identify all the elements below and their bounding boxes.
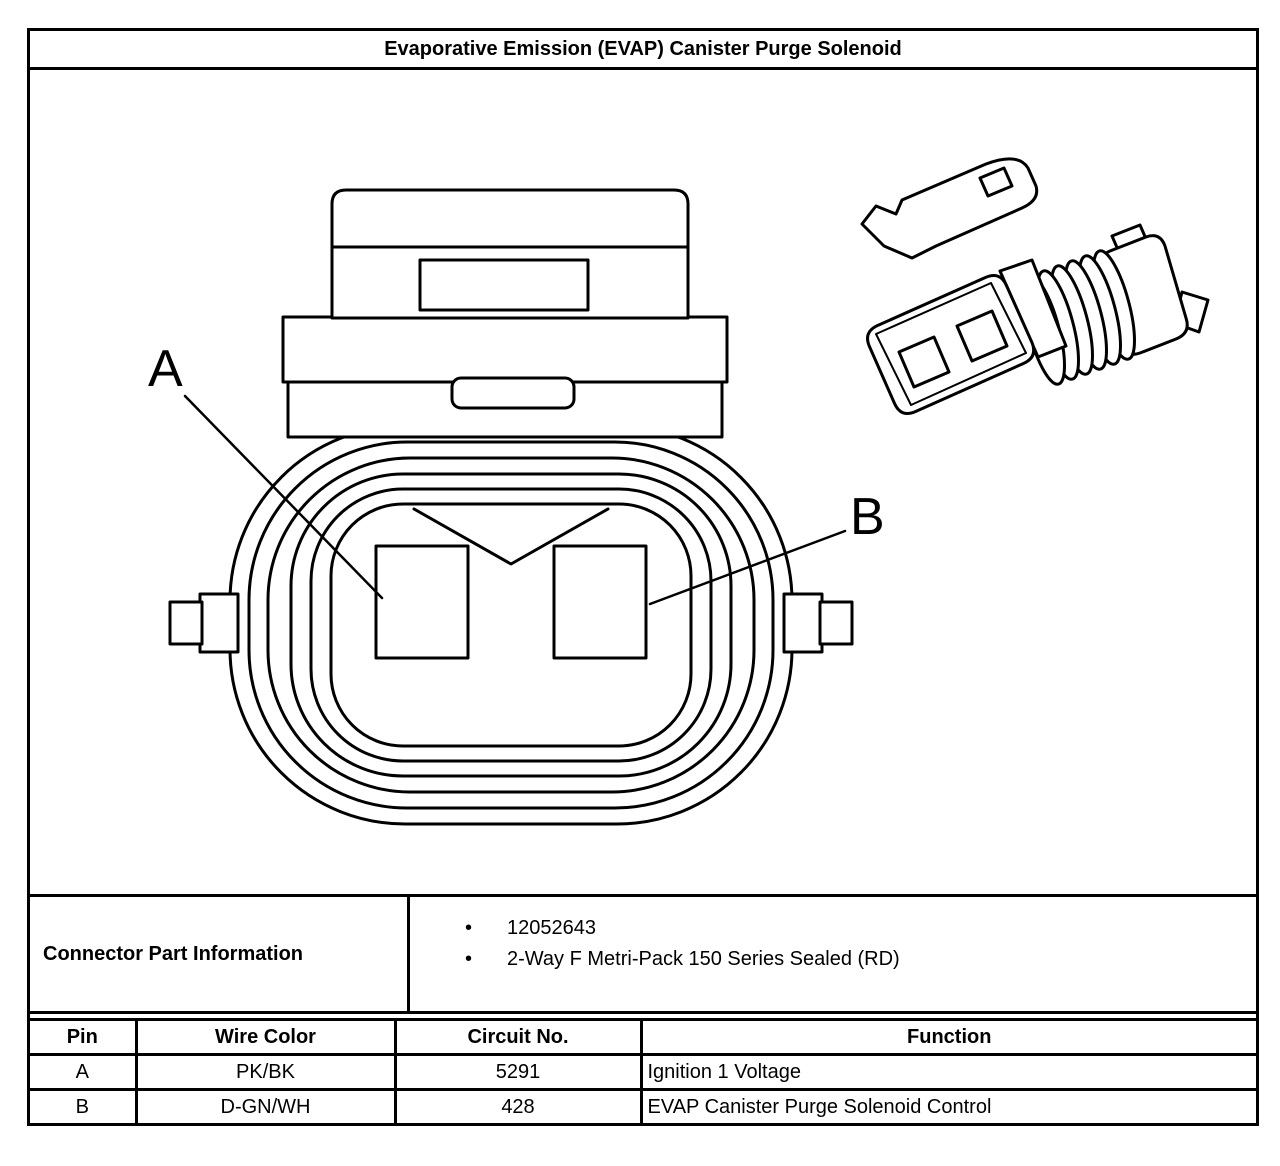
part-info-list: • 12052643 • 2-Way F Metri-Pack 150 Seri… xyxy=(410,897,1256,1011)
header-pin: Pin xyxy=(28,1019,138,1056)
table-row: B D-GN/WH 428 EVAP Canister Purge Soleno… xyxy=(28,1088,1258,1125)
latch-arm xyxy=(860,157,1039,260)
pin-a-label: A xyxy=(148,340,183,398)
connector-description: 2-Way F Metri-Pack 150 Series Sealed (RD… xyxy=(507,948,900,970)
bullet-icon: • xyxy=(465,917,473,939)
latch-window xyxy=(978,166,1014,198)
terminal-hole-b xyxy=(955,309,1009,363)
left-ear-tip xyxy=(168,600,204,646)
diagram-svg: A B xyxy=(148,157,1210,826)
list-item: • 12052643 xyxy=(465,913,1256,944)
pin-a-cavity xyxy=(374,544,470,660)
list-item: • 2-Way F Metri-Pack 150 Series Sealed (… xyxy=(465,944,1256,975)
cell-circuit-no: 5291 xyxy=(393,1053,643,1091)
leader-line-b xyxy=(648,529,847,606)
cell-wire-color: PK/BK xyxy=(134,1053,397,1091)
left-ear xyxy=(198,592,240,654)
bullet-icon: • xyxy=(465,948,473,970)
part-info-label: Connector Part Information xyxy=(30,897,410,1011)
keyway-notch xyxy=(412,507,610,566)
right-ear xyxy=(782,592,824,654)
section-divider xyxy=(30,1011,1256,1021)
right-ear-tip xyxy=(818,600,854,646)
cell-function: Ignition 1 Voltage xyxy=(639,1053,1258,1091)
center-tab xyxy=(450,376,576,410)
header-circuit-no: Circuit No. xyxy=(393,1019,643,1056)
top-window xyxy=(418,258,590,312)
cell-pin: B xyxy=(28,1088,138,1125)
inner-ring xyxy=(329,502,693,748)
cell-circuit-no: 428 xyxy=(393,1088,643,1125)
cell-wire-color: D-GN/WH xyxy=(134,1088,397,1125)
part-number: 12052643 xyxy=(507,917,596,939)
connector-3d-view xyxy=(860,157,1210,415)
cell-pin: A xyxy=(28,1053,138,1091)
page-title: Evaporative Emission (EVAP) Canister Pur… xyxy=(30,31,1256,70)
table-row: A PK/BK 5291 Ignition 1 Voltage xyxy=(28,1053,1258,1091)
pin-table-header-row: Pin Wire Color Circuit No. Function xyxy=(28,1019,1258,1056)
pin-table: Pin Wire Color Circuit No. Function A PK… xyxy=(28,1019,1258,1125)
outer-ring xyxy=(228,424,794,826)
connector-diagram: A B xyxy=(30,70,1256,894)
connector-part-information-section: Connector Part Information • 12052643 • … xyxy=(30,894,1256,1011)
connector-face-view xyxy=(168,188,854,826)
upper-flange xyxy=(281,315,729,384)
pin-b-cavity xyxy=(552,544,648,660)
header-function: Function xyxy=(639,1019,1258,1056)
terminal-hole-a xyxy=(897,335,951,389)
pin-b-label: B xyxy=(850,488,885,546)
header-wire-color: Wire Color xyxy=(134,1019,397,1056)
leader-line-a xyxy=(183,394,384,600)
cell-function: EVAP Canister Purge Solenoid Control xyxy=(639,1088,1258,1125)
connector-info-sheet: Evaporative Emission (EVAP) Canister Pur… xyxy=(27,28,1259,1126)
